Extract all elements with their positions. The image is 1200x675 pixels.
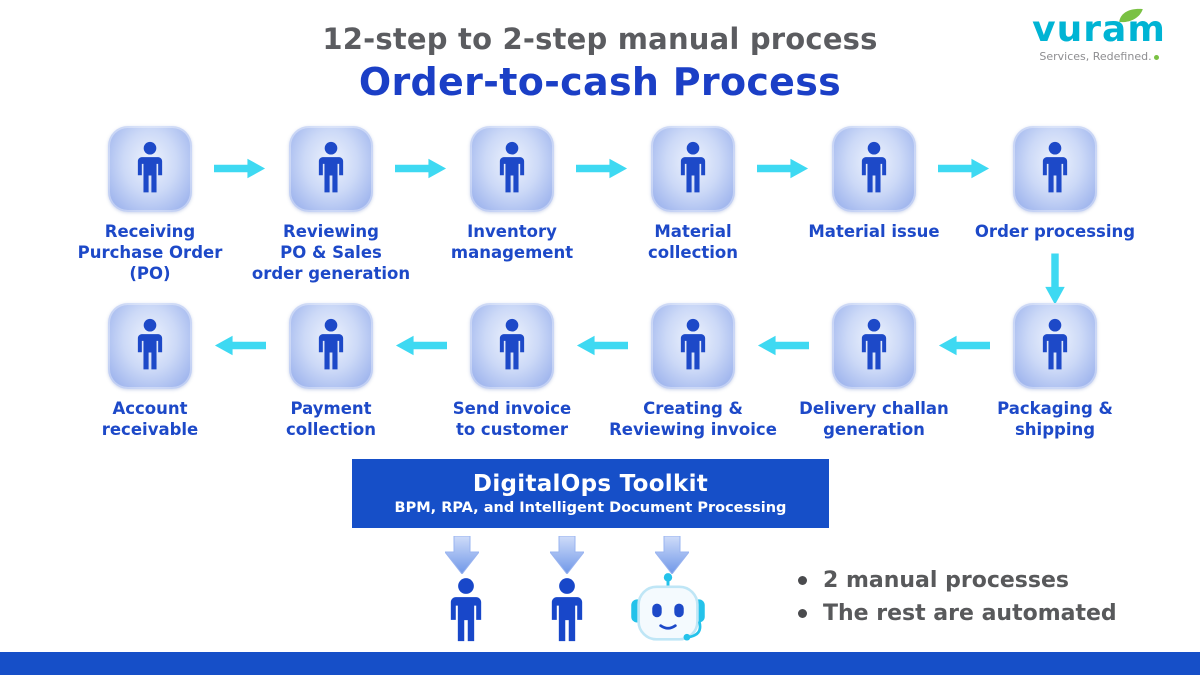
arrow-right-icon: [214, 157, 266, 180]
person-icon: [832, 303, 916, 389]
bottom-accent-strip: [0, 652, 1200, 675]
step-label: Order processing: [974, 222, 1136, 241]
bullet-dot: [798, 609, 807, 618]
step-label: Creating & Reviewing invoice: [609, 399, 777, 440]
step-label: Payment collection: [285, 399, 377, 440]
step-packaging-shipping: Packaging & shipping: [967, 303, 1143, 440]
step-label: Reviewing PO & Sales order generation: [251, 222, 411, 284]
bullet-dot: [798, 576, 807, 585]
step-label: Account receivable: [101, 399, 199, 440]
step-payment-collection: Payment collection: [243, 303, 419, 440]
chevron-down-icon: [655, 536, 689, 574]
step-creating-reviewing-invoice: Creating & Reviewing invoice: [605, 303, 781, 440]
step-receiving-po: Receiving Purchase Order (PO): [62, 126, 238, 284]
logo-brand: vuram: [1032, 9, 1166, 50]
legend-item-manual: 2 manual processes: [798, 568, 1069, 593]
digitalops-toolkit-banner: DigitalOps Toolkit BPM, RPA, and Intelli…: [352, 459, 829, 528]
person-icon: [108, 126, 192, 212]
arrow-left-icon: [214, 334, 266, 357]
step-label: Inventory management: [450, 222, 574, 263]
step-material-issue: Material issue: [786, 126, 962, 242]
person-icon: [289, 303, 373, 389]
step-label: Send invoice to customer: [452, 399, 572, 440]
toolkit-title: DigitalOps Toolkit: [472, 471, 709, 497]
arrow-right-icon: [576, 157, 628, 180]
page-title: Order-to-cash Process: [358, 60, 842, 104]
step-label: Delivery challan generation: [799, 399, 949, 440]
logo-tagline-text: Services, Redefined.: [1039, 50, 1152, 63]
arrow-right-icon: [395, 157, 447, 180]
person-icon: [470, 126, 554, 212]
arrow-left-icon: [938, 334, 990, 357]
person-icon: [289, 126, 373, 212]
step-account-receivable: Account receivable: [62, 303, 238, 440]
step-label: Material issue: [808, 222, 940, 241]
arrow-right-icon: [757, 157, 809, 180]
person-icon: [545, 577, 589, 647]
step-send-invoice: Send invoice to customer: [424, 303, 600, 440]
person-icon: [108, 303, 192, 389]
process-subtitle: 12-step to 2-step manual process: [322, 22, 878, 56]
step-delivery-challan: Delivery challan generation: [786, 303, 962, 440]
vuram-logo: vuram Services, Redefined.: [1024, 12, 1174, 63]
step-reviewing-po: Reviewing PO & Sales order generation: [243, 126, 419, 284]
toolkit-subtitle: BPM, RPA, and Intelligent Document Proce…: [394, 500, 787, 516]
logo-tagline: Services, Redefined.: [1024, 50, 1174, 63]
arrow-down-icon: [1029, 268, 1081, 291]
tagline-dot: [1153, 55, 1159, 60]
person-icon: [832, 126, 916, 212]
step-material-collection: Material collection: [605, 126, 781, 263]
step-label: Material collection: [647, 222, 739, 263]
step-inventory-management: Inventory management: [424, 126, 600, 263]
person-icon: [651, 126, 735, 212]
legend-item-automated: The rest are automated: [798, 601, 1117, 626]
leaf-icon: [1118, 8, 1144, 23]
person-icon: [444, 577, 488, 647]
step-label: Packaging & shipping: [997, 399, 1113, 440]
arrow-right-icon: [938, 157, 990, 180]
arrow-left-icon: [395, 334, 447, 357]
arrow-left-icon: [757, 334, 809, 357]
person-icon: [1013, 303, 1097, 389]
step-order-processing: Order processing: [967, 126, 1143, 242]
chevron-down-icon: [550, 536, 584, 574]
legend-text: The rest are automated: [823, 601, 1117, 626]
person-icon: [470, 303, 554, 389]
chevron-down-icon: [445, 536, 479, 574]
robot-icon: [626, 570, 710, 654]
person-icon: [1013, 126, 1097, 212]
legend-text: 2 manual processes: [823, 568, 1069, 593]
arrow-left-icon: [576, 334, 628, 357]
person-icon: [651, 303, 735, 389]
step-label: Receiving Purchase Order (PO): [77, 222, 223, 284]
